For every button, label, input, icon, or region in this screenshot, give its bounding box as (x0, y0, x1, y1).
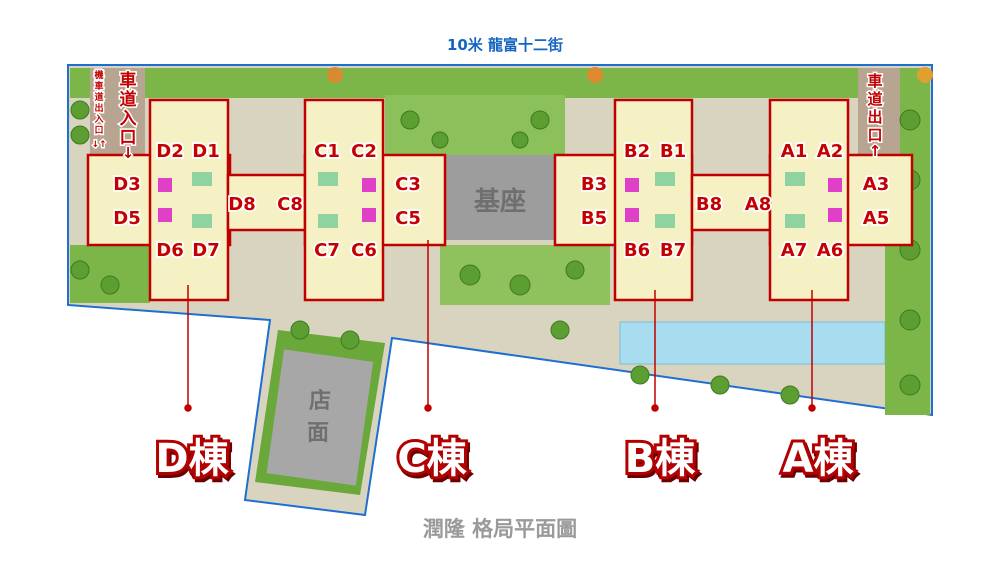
unit-label: C8 (277, 194, 303, 215)
unit-label: C2 (351, 141, 377, 162)
podium (445, 155, 555, 240)
unit-label: C1 (314, 141, 340, 162)
svg-text:入: 入 (93, 114, 103, 125)
shop-label-2: 面 (307, 421, 329, 446)
svg-text:道: 道 (867, 90, 882, 108)
svg-text:口: 口 (94, 125, 103, 136)
podium-label: 基座 (474, 186, 526, 217)
moto-entry-label: 機 車 道 出 入 口 ↓↑ (90, 68, 108, 152)
lawn (70, 68, 930, 98)
unit-label: C6 (351, 240, 377, 261)
unit-label: A7 (781, 240, 807, 261)
building-d (86, 98, 310, 302)
building-label-a: A棟 (783, 436, 855, 482)
unit-label: B2 (624, 141, 650, 162)
unit-label: A8 (745, 194, 771, 215)
unit-label: B5 (581, 208, 607, 229)
car-entry-label: 車 道 入 口 ↓ (118, 69, 138, 164)
unit-label: D1 (192, 141, 219, 162)
car-entry-driveway (90, 68, 145, 158)
shop-label-1: 店 (309, 389, 331, 414)
unit-label: A6 (817, 240, 843, 261)
pool (619, 321, 886, 365)
arrow-up-icon: ↑ (869, 142, 882, 160)
arrow-updown-icon: ↓↑ (91, 140, 106, 150)
car-exit-driveway (858, 68, 900, 158)
building-a (768, 98, 914, 302)
building-b (553, 98, 774, 302)
shop-block (266, 349, 374, 486)
building-label-c: C棟 (397, 436, 467, 482)
unit-label: B7 (660, 240, 686, 261)
unit-label: D3 (113, 174, 140, 195)
svg-text:車: 車 (94, 80, 103, 92)
unit-label: B3 (581, 174, 607, 195)
svg-text:機: 機 (94, 69, 103, 81)
svg-text:口: 口 (120, 128, 137, 148)
arrow-down-icon: ↓ (122, 144, 135, 162)
unit-label: B1 (660, 141, 686, 162)
leader-lines (184, 240, 816, 412)
unit-label: A5 (863, 208, 889, 229)
building-label-d: D棟 (155, 436, 229, 482)
svg-text:道: 道 (120, 89, 137, 110)
trees (70, 67, 933, 405)
unit-label: C3 (395, 174, 421, 195)
plan-title: 潤隆 格局平面圖 (423, 517, 577, 541)
svg-text:出: 出 (94, 102, 103, 114)
building-label-b: B棟 (625, 436, 696, 482)
unit-label: D6 (156, 240, 183, 261)
unit-label: C7 (314, 240, 340, 261)
unit-label: A3 (863, 174, 889, 195)
unit-label: D7 (192, 240, 219, 261)
svg-text:口: 口 (867, 126, 882, 144)
unit-label: B8 (696, 194, 722, 215)
unit-label: D5 (113, 208, 140, 229)
building-c (303, 98, 447, 302)
svg-text:入: 入 (120, 109, 137, 129)
unit-label: D2 (156, 141, 183, 162)
unit-label: D8 (228, 194, 255, 215)
car-exit-label: 車 道 出 口 ↑ (866, 71, 884, 162)
svg-text:車: 車 (867, 72, 882, 90)
svg-text:車: 車 (120, 70, 137, 91)
unit-label: C5 (395, 208, 421, 229)
svg-text:出: 出 (867, 108, 882, 126)
unit-label: A2 (817, 141, 843, 162)
svg-text:道: 道 (94, 91, 103, 103)
road-label: 10米 龍富十二街 (447, 36, 563, 54)
unit-label: B6 (624, 240, 650, 261)
unit-label: A1 (781, 141, 807, 162)
